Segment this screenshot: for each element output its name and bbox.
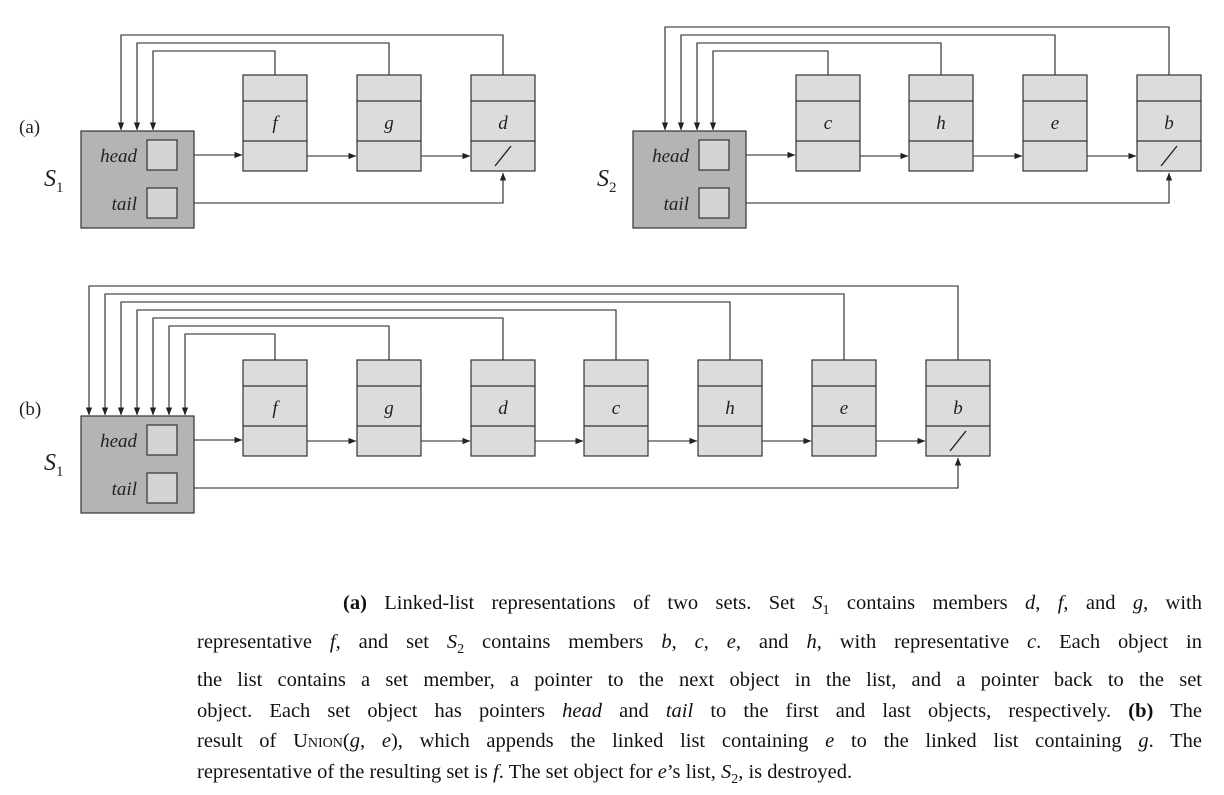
b-member-b: b	[953, 398, 963, 419]
caption-line-3: the list contains a set member, a pointe…	[197, 669, 1202, 692]
pointer-wires	[85, 26, 1173, 489]
a-left-node-f	[242, 74, 308, 172]
b-back-pointer-c	[133, 309, 617, 416]
b-member-h: h	[725, 398, 735, 419]
a-left-node-g	[356, 74, 422, 172]
b-member-e: e	[840, 398, 848, 419]
diagram-shapes	[80, 74, 1202, 514]
a-right-member-b: b	[1164, 113, 1174, 134]
a-left-member-f: f	[272, 113, 280, 134]
b-node-f	[242, 359, 308, 457]
b-head-slot	[146, 424, 178, 456]
a-left-back-pointer-f	[149, 50, 276, 131]
b-node-c	[583, 359, 649, 457]
b-node-e	[811, 359, 877, 457]
b-back-pointer-g	[165, 325, 390, 416]
b-back-pointer-h	[117, 301, 731, 416]
a-right-back-pointer-e	[677, 34, 1056, 131]
a-right-tail-pointer	[714, 172, 1173, 204]
caption-b-tag: (b)	[1128, 699, 1154, 722]
b-tail-label: tail	[112, 479, 137, 500]
caption-a-tag: (a)	[343, 592, 367, 614]
b-set-name: S1	[44, 450, 64, 480]
a-right-nil-mark	[1160, 145, 1178, 167]
b-member-f: f	[272, 398, 280, 419]
caption-line-1: (a) Linked-list representations of two s…	[343, 592, 1203, 619]
a-right-node-c	[795, 74, 861, 172]
b-member-d: d	[498, 398, 508, 419]
a-left-member-d: d	[498, 113, 508, 134]
a-left-back-pointer-d	[117, 34, 504, 131]
b-node-h	[697, 359, 763, 457]
a-left-tail-pointer	[162, 172, 507, 204]
a-right-tail-slot	[698, 187, 730, 219]
a-right-tail-label: tail	[664, 194, 689, 215]
b-member-g: g	[384, 398, 394, 419]
b-back-pointer-d	[149, 317, 504, 416]
a-right-node-h	[908, 74, 974, 172]
a-right-head-label: head	[652, 146, 689, 167]
b-head-label: head	[100, 431, 137, 452]
a-right-member-e: e	[1051, 113, 1059, 134]
b-tail-slot	[146, 472, 178, 504]
a-left-back-pointer-g	[133, 42, 390, 131]
a-right-member-h: h	[936, 113, 946, 134]
panel-a-label: (a)	[19, 117, 40, 138]
figure-caption: (a) Linked-list representations of two s…	[197, 588, 1202, 795]
a-left-head-label: head	[100, 146, 137, 167]
a-left-head-slot	[146, 139, 178, 171]
b-back-pointer-b	[85, 285, 959, 416]
a-right-node-e	[1022, 74, 1088, 172]
b-member-c: c	[612, 398, 621, 419]
caption-line-5: result of Union(g, e), which appends the…	[197, 730, 1203, 753]
a-right-back-pointer-b	[661, 26, 1170, 131]
a-left-tail-slot	[146, 187, 178, 219]
b-node-g	[356, 359, 422, 457]
a-right-member-c: c	[824, 113, 833, 134]
b-tail-pointer	[162, 457, 962, 489]
a-left-nil-mark	[494, 145, 512, 167]
a-right-back-pointer-h	[693, 42, 942, 131]
caption-b-suffix: The	[1170, 699, 1202, 722]
caption-line-4: object. Each set object has pointers hea…	[197, 699, 1202, 722]
a-left-member-g: g	[384, 113, 394, 134]
b-nil-mark	[949, 430, 967, 452]
b-back-pointer-f	[181, 333, 276, 416]
caption-line-6: representative of the resulting set is f…	[197, 760, 853, 787]
a-right-set-name: S2	[597, 166, 617, 196]
a-right-head-slot	[698, 139, 730, 171]
a-left-set-name: S1	[44, 166, 64, 196]
a-right-back-pointer-c	[709, 50, 829, 131]
a-left-tail-label: tail	[112, 194, 137, 215]
b-node-d	[470, 359, 536, 457]
b-back-pointer-e	[101, 293, 845, 416]
caption-line-2: representative f, and set S2 contains me…	[197, 630, 1202, 657]
panel-b-label: (b)	[19, 399, 41, 420]
